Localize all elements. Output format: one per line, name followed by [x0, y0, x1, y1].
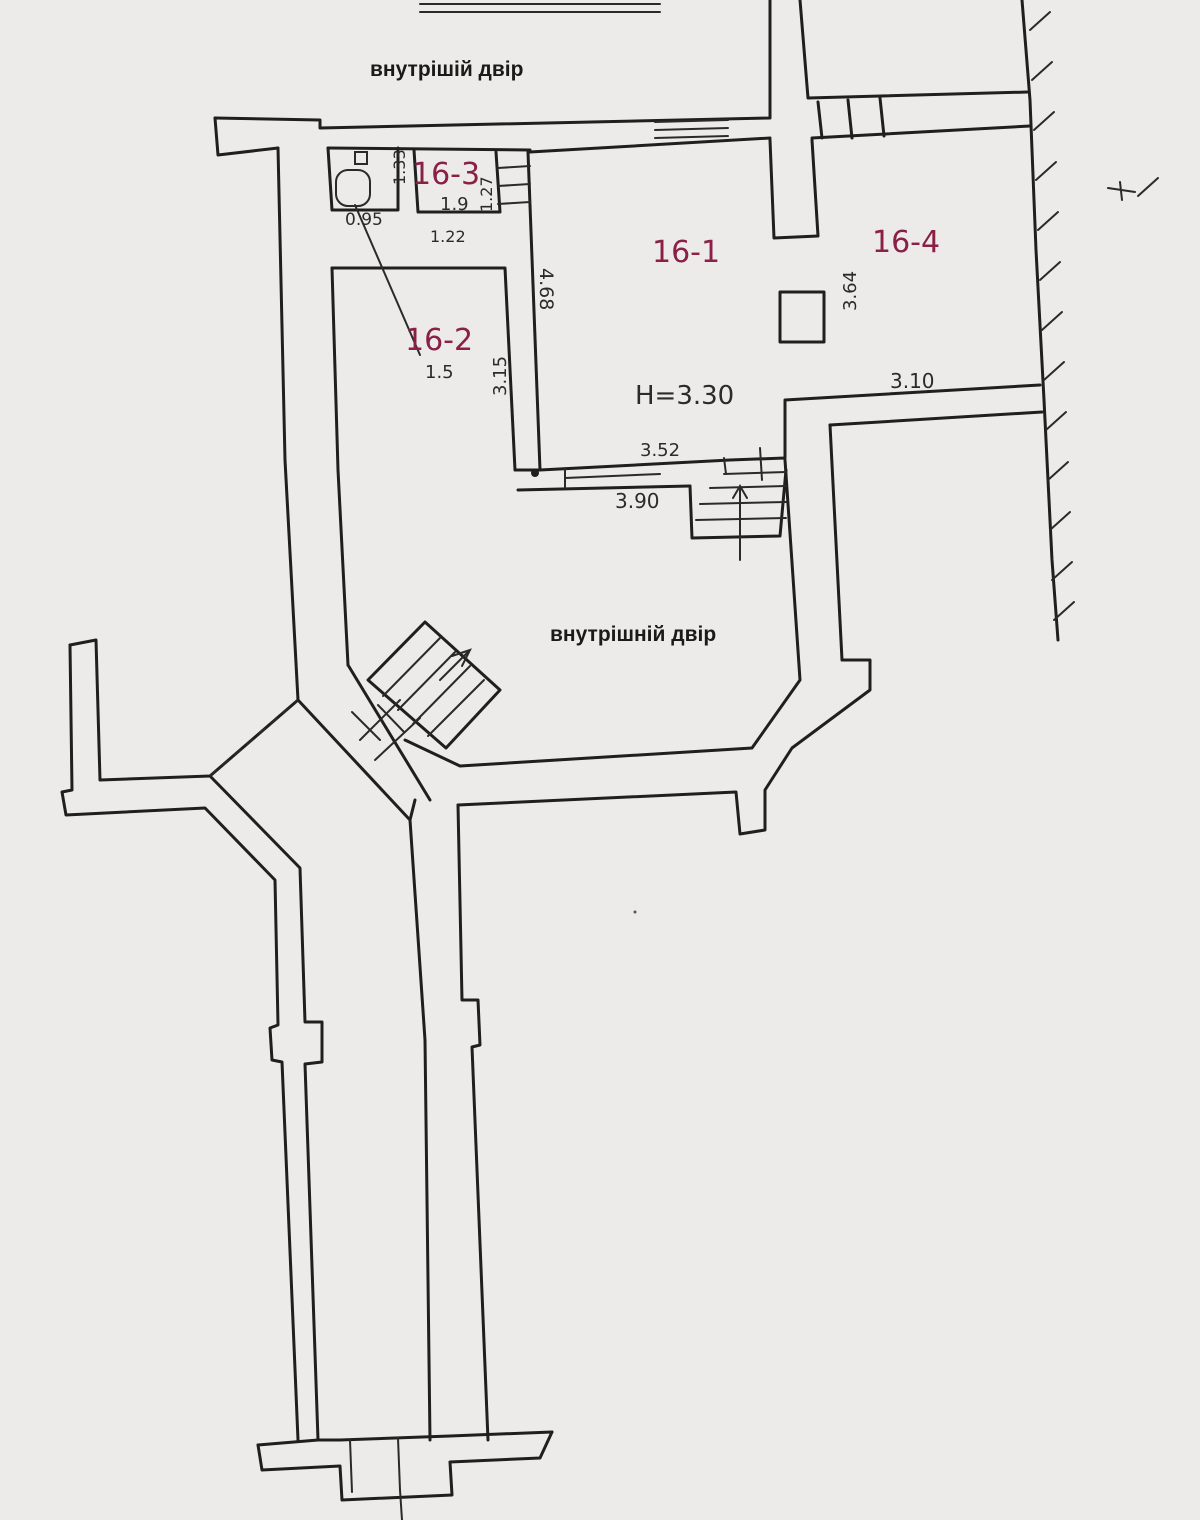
dim-1-22: 1.22 [430, 227, 466, 246]
courtyard-center-label: внутрішній двір [550, 623, 716, 646]
dim-4-68: 4.68 [535, 268, 557, 310]
column-dot [531, 469, 539, 477]
room-16-2-label: 16-2 [405, 323, 473, 358]
dim-3-64: 3.64 [840, 271, 861, 311]
paper-speck [633, 910, 637, 914]
dim-3-52: 3.52 [640, 440, 680, 461]
south-corridor-walls [256, 803, 554, 1520]
courtyard-top-label: внутрішій двір [370, 58, 523, 81]
dim-1-33: 1.33 [390, 149, 409, 185]
dim-3-10: 3.10 [890, 369, 935, 393]
west-wing-walls [60, 638, 324, 1442]
room-16-1-label: 16-1 [652, 235, 720, 270]
right-boundary-wall [1020, 0, 1075, 642]
entrance-stairs [688, 447, 788, 561]
dim-1-27: 1.27 [477, 176, 496, 212]
corner-mark [1107, 177, 1159, 201]
top-partial-window [419, 3, 661, 13]
yard-stairs [296, 620, 502, 822]
ceiling-height: H=3.30 [635, 381, 734, 411]
dim-0-95: 0.95 [345, 210, 383, 230]
dim-3-90: 3.90 [615, 489, 660, 513]
dim-1-9: 1.9 [440, 194, 469, 215]
dim-1-5: 1.5 [425, 362, 454, 383]
room-16-4-label: 16-4 [872, 225, 940, 260]
upper-building-walls [213, 0, 1044, 836]
dim-3-15: 3.15 [490, 356, 511, 396]
room-16-3-label: 16-3 [412, 157, 480, 192]
